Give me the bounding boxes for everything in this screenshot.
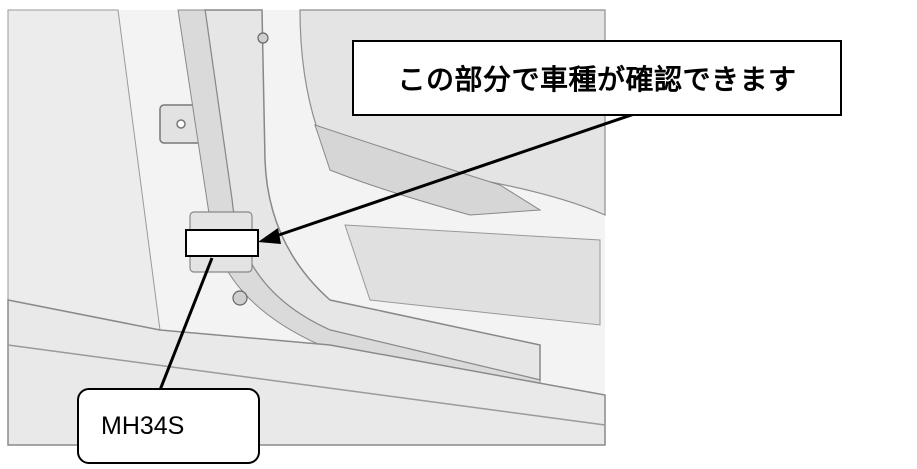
bolt [232, 32, 269, 306]
sill-edge [7, 344, 606, 426]
arrow-line [269, 110, 641, 240]
label-plate [185, 229, 259, 257]
floor-panel [344, 224, 601, 326]
arrow-head [258, 228, 281, 244]
leader-line [158, 257, 214, 391]
seat-bolster [314, 124, 542, 216]
model-code-callout: MH34S [77, 388, 260, 464]
vehicle-type-callout: この部分で車種が確認できます [352, 40, 842, 116]
